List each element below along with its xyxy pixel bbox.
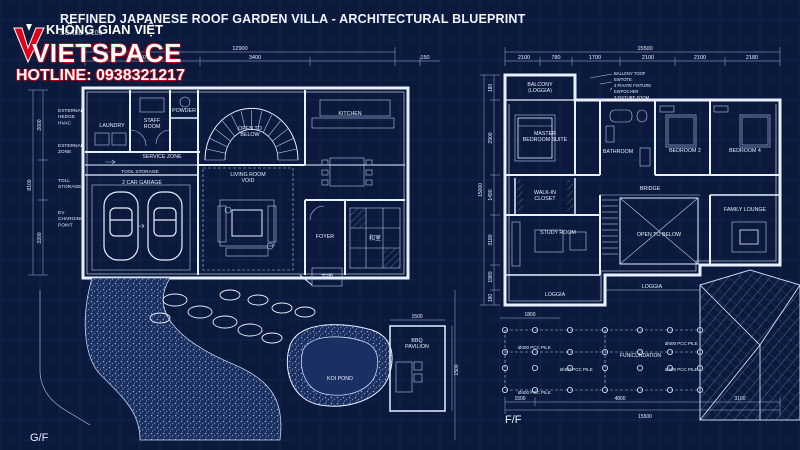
- room-garage: 2 CAR GARAGE: [122, 180, 162, 186]
- ff-dim-left-6: 180: [488, 294, 494, 303]
- room-bedroom2: BEDROOM 2: [669, 148, 701, 154]
- ff-dim-left-total: 15000: [478, 183, 484, 197]
- gf-dim-total: 12900: [232, 46, 247, 52]
- pavilion-dim-h: 1500: [454, 364, 460, 375]
- first-floor-plan: 15500 2100 780 1700 2100 2100 2180 15000…: [478, 46, 782, 307]
- room-bathroom: BATHROOM: [603, 149, 633, 155]
- gf-dim-left-total: 8100: [27, 179, 33, 190]
- pile-label-5: Ø400 PCC PILE: [518, 390, 551, 395]
- room-loggia-right: LOGGIA: [642, 284, 663, 290]
- ff-dim-seg-4: 2100: [642, 55, 654, 61]
- garden-area: 1500 1500: [39, 277, 460, 441]
- room-laundry: LAUNDRY: [99, 123, 125, 129]
- gf-dim-seg-3: 150: [420, 55, 429, 61]
- foundation-dim-1800: 1800: [524, 312, 535, 318]
- ff-floor-label: F/F: [505, 414, 522, 426]
- pile-label-3: Ø400 PCC PILE: [560, 367, 593, 372]
- brand-name-top: KHÔNG GIAN VIỆT: [46, 22, 164, 37]
- room-koi-pond: KOI POND: [327, 376, 353, 382]
- brand-name-main: VIETSPACE: [32, 38, 182, 68]
- vietspace-logo-icon: [13, 24, 45, 64]
- ff-dim-total: 15500: [637, 46, 652, 52]
- pile-label-4: Ø400 PCC PILE: [665, 367, 698, 372]
- ff-dim-seg-2: 780: [551, 55, 560, 61]
- room-bridge: BRIDGE: [640, 186, 661, 192]
- room-ff-open-below: OPEN TO BELOW: [637, 232, 681, 238]
- room-study: STUDY ROOM: [540, 230, 576, 236]
- room-tool-storage: TOOL STORAGE: [121, 169, 159, 175]
- room-family-lounge: FAMILY LOUNGE: [724, 207, 767, 213]
- gf-dim-seg-1: 3560: [134, 55, 146, 61]
- pile-label-2: Ø400 PCC PILE: [665, 341, 698, 346]
- gf-dim-left-1: 2600: [37, 119, 43, 130]
- ff-dim-left-2: 2900: [488, 132, 494, 143]
- page-title: REFINED JAPANESE ROOF GARDEN VILLA - ARC…: [60, 12, 526, 26]
- gf-floor-label: G/F: [30, 432, 49, 444]
- scale-label: SCALE 1:100: [60, 30, 103, 37]
- foundation-dim-2: 4800: [614, 396, 625, 402]
- room-washitsu: 和室: [369, 234, 381, 242]
- ff-dim-left-4: 3180: [488, 234, 494, 245]
- room-powder: POWDER: [172, 108, 196, 114]
- foundation-dim-1: 1500: [514, 396, 525, 402]
- room-bedroom4: BEDROOM 4: [729, 148, 761, 154]
- pavilion-dim-w: 1500: [411, 314, 422, 320]
- foundation-dim-total: 15500: [638, 414, 652, 420]
- gf-dim-seg-2: 3400: [249, 55, 261, 61]
- ground-floor-plan: 12900 3560 3400 150 8100 2600 3200: [27, 46, 440, 287]
- pile-label-1: Ø400 PCC PILE: [518, 345, 551, 350]
- ff-dim-left-3: 1490: [488, 189, 494, 200]
- ff-dim-seg-3: 1700: [589, 55, 601, 61]
- ff-note-3: 3 PIAATE FIXTURE: [614, 83, 651, 88]
- foundation-label: FUNICUNDATION: [620, 353, 661, 359]
- room-balcony: BALCONY(LOGGIA): [527, 82, 553, 94]
- ff-note-1: BALLENY TOOF: [614, 71, 646, 76]
- room-loggia-left: LOGGIA: [545, 292, 566, 298]
- ff-dim-left-1: 180: [488, 84, 494, 93]
- ff-note-4: EWFOCHER: [614, 89, 638, 94]
- hotline-text: HOTLINE: 0938321217: [16, 67, 185, 84]
- ff-note-2: EWTOTE: [614, 77, 632, 82]
- ff-dim-seg-5: 2100: [694, 55, 706, 61]
- ff-dim-seg-6: 2180: [746, 55, 758, 61]
- ff-note-5: 3 FIXTURE FOOM: [614, 95, 650, 100]
- room-entrance: 玄関: [321, 273, 333, 281]
- room-service-zone: SERVICE ZONE: [142, 154, 182, 160]
- ff-dim-seg-1: 2100: [518, 55, 530, 61]
- room-kitchen: KITCHEN: [338, 111, 361, 117]
- room-foyer: FOYER: [316, 234, 334, 240]
- ff-dim-left-5: 1980: [488, 271, 494, 282]
- roof-plan: [699, 269, 800, 421]
- gf-dim-left-3: 3200: [37, 232, 43, 243]
